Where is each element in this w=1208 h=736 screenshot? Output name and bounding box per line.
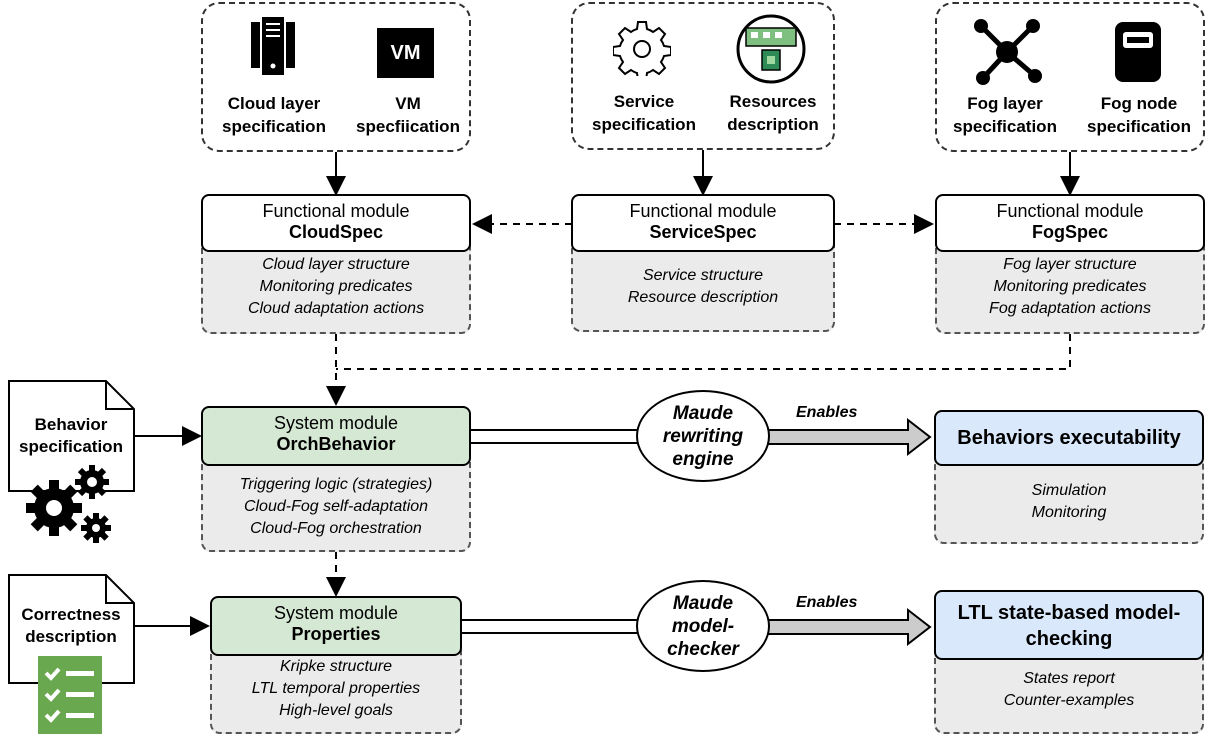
detail-line: Counter-examples <box>1003 692 1135 709</box>
detail-line: Monitoring predicates <box>259 278 413 295</box>
fogspec-details: Fog layer structure Monitoring predicate… <box>935 244 1205 334</box>
behaviors-executability-box: Behaviors executability <box>934 410 1204 466</box>
detail-line: LTL temporal properties <box>251 680 421 697</box>
detail-line: Simulation <box>1031 482 1107 499</box>
module-name: CloudSpec <box>288 222 383 242</box>
orchbehavior-module: System module OrchBehavior <box>201 406 471 466</box>
cloudspec-details: Cloud layer structure Monitoring predica… <box>201 244 471 334</box>
exec-details: Simulation Monitoring <box>934 460 1204 544</box>
resources-chip-icon <box>736 14 806 84</box>
detail-line: Triggering logic (strategies) <box>239 476 433 493</box>
enables-label: Enables <box>796 594 858 611</box>
vm-icon: VM <box>377 28 434 78</box>
detail-line: Monitoring <box>1031 504 1107 521</box>
detail-line: High-level goals <box>279 702 393 719</box>
detail-line: Cloud adaptation actions <box>247 300 425 317</box>
fog-node-spec-label: Fog node specification <box>1087 94 1191 136</box>
ltl-model-checking-box: LTL state-based model-checking <box>934 590 1204 660</box>
dashed-fog-merge <box>336 334 1071 370</box>
service-spec-group: Service specification Resources descript… <box>571 2 835 150</box>
resources-desc-label: Resources description <box>727 92 819 134</box>
detail-line: Cloud-Fog self-adaptation <box>243 498 429 515</box>
fog-spec-group: Fog layer specification Fog node specifi… <box>935 2 1205 152</box>
servicespec-module: Functional module ServiceSpec <box>571 194 835 252</box>
detail-line: Fog layer structure <box>1003 256 1137 273</box>
detail-line: Cloud layer structure <box>262 256 410 273</box>
detail-line: Cloud-Fog orchestration <box>250 520 422 537</box>
servicespec-details: Service structure Resource description <box>571 244 835 332</box>
module-name: Properties <box>291 624 381 644</box>
model-checker-node: Maude model-checker <box>636 580 770 672</box>
properties-module: System module Properties <box>210 596 462 656</box>
service-spec-label: Service specification <box>592 92 696 134</box>
network-icon <box>974 19 1042 85</box>
cloudspec-module: Functional module CloudSpec <box>201 194 471 252</box>
module-title: Functional module <box>996 201 1144 221</box>
detail-line: Kripke structure <box>279 658 393 675</box>
fogspec-module: Functional module FogSpec <box>935 194 1205 252</box>
module-title: Functional module <box>629 201 777 221</box>
gears-icon <box>26 465 111 543</box>
ltl-details: States report Counter-examples <box>934 654 1204 734</box>
properties-details: Kripke structure LTL temporal properties… <box>210 650 462 734</box>
gear-icon <box>613 21 671 76</box>
checklist-icon <box>38 656 102 734</box>
big-arrow-props <box>459 619 641 634</box>
behavior-spec-label: Behavior specification <box>19 415 123 456</box>
fog-layer-spec-label: Fog layer specification <box>953 94 1057 136</box>
detail-line: States report <box>1023 670 1115 687</box>
detail-line: Fog adaptation actions <box>989 300 1151 317</box>
module-name: ServiceSpec <box>649 222 757 242</box>
cloud-spec-group: VM Cloud layer specification VM specfiic… <box>201 2 471 152</box>
enables-label: Enables <box>796 404 858 421</box>
big-arrow-orch <box>469 429 641 444</box>
module-name: OrchBehavior <box>276 434 396 454</box>
detail-line: Resource description <box>627 289 779 306</box>
document-icon <box>8 380 135 492</box>
rewriting-engine-node: Maude rewriting engine <box>636 390 770 482</box>
module-name: FogSpec <box>1031 222 1108 242</box>
module-title: Functional module <box>262 201 410 221</box>
detail-line: Service structure <box>642 267 764 284</box>
orchbehavior-details: Triggering logic (strategies) Cloud-Fog … <box>201 460 471 552</box>
module-title: System module <box>273 603 399 623</box>
correctness-desc-label: Correctness description <box>21 605 121 646</box>
vm-spec-label: VM specfiication <box>356 94 460 136</box>
big-arrow-enables-1 <box>767 417 932 457</box>
server-icon <box>251 16 295 76</box>
fog-node-icon <box>1115 22 1161 82</box>
big-arrow-enables-2 <box>767 607 932 647</box>
module-title: System module <box>273 413 399 433</box>
detail-line: Monitoring predicates <box>993 278 1147 295</box>
cloud-layer-spec-label: Cloud layer specification <box>222 94 326 136</box>
